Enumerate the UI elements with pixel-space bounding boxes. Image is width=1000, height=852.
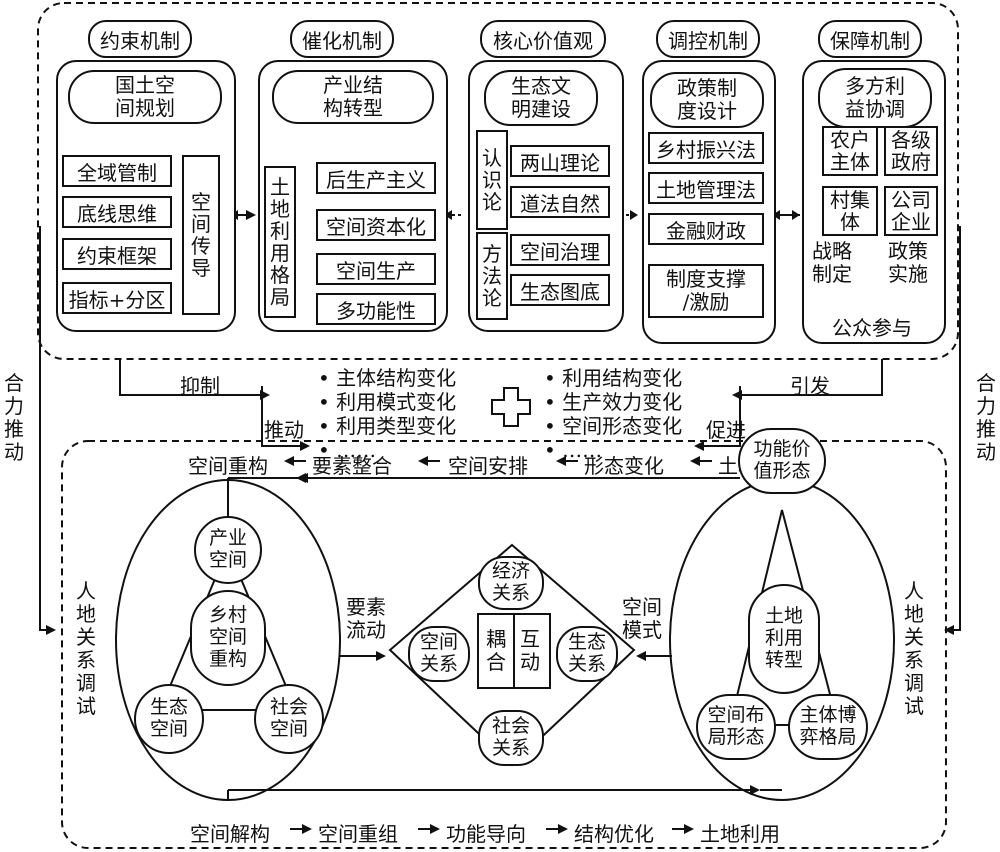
bottom-chain-3: 功能导向 (446, 822, 526, 846)
guarantee-farmer: 农户 主体 (822, 126, 878, 176)
bottom-chain-2: 空间重组 (318, 822, 398, 846)
economic-relation-circle: 经济 关系 (478, 556, 544, 610)
regulation-result: 制度支撑 /激励 (648, 264, 764, 318)
regulation-item-3: 金融财政 (648, 213, 764, 245)
right-change-item: • 生产效力变化 (544, 390, 683, 414)
left-human-land-label: 人 地 关 系 调 试 (76, 579, 96, 718)
constraint-side-box: 空 间 传 导 (182, 155, 220, 315)
catalysis-item-3: 空间生产 (316, 253, 436, 285)
catalysis-side-box: 土 地 利 用 格 局 (264, 166, 296, 318)
bottom-chain-1: 空间解构 (190, 822, 270, 846)
space-mode-label: 空间 模式 (622, 595, 662, 642)
guarantee-title: 保障机制 (818, 20, 922, 58)
top-dashed-frame (37, 2, 959, 360)
land-use-transition-circle: 土地 利用 转型 (748, 584, 820, 694)
society-space-circle: 社会 空间 (254, 684, 324, 754)
guarantee-head: 多方利 益协调 (818, 68, 932, 128)
bottom-dashed-frame (61, 440, 947, 849)
constraint-head: 国土空 间规划 (68, 70, 222, 124)
guarantee-enterprise: 公司 企业 (884, 186, 938, 236)
left-joint-force-label: 合 力 推 动 (4, 371, 24, 464)
constraint-item-3: 约束框架 (62, 238, 172, 270)
top-chain-4: 形态变化 (584, 454, 664, 478)
constraint-item-4: 指标+分区 (62, 282, 172, 314)
interaction-label: 互 动 (520, 627, 540, 674)
core-item-space-governance: 空间治理 (510, 234, 610, 266)
catalysis-item-2: 空间资本化 (316, 209, 436, 241)
constraint-title: 约束机制 (88, 20, 192, 58)
function-value-form-circle: 功能价 值形态 (738, 428, 826, 494)
left-change-list: • 主体结构变化 • 利用模式变化 • 利用类型变化 • …… (318, 366, 456, 462)
constraint-item-1: 全域管制 (62, 155, 172, 187)
label-push: 推动 (264, 418, 304, 442)
left-change-item: • …… (318, 438, 377, 462)
catalysis-item-4: 多功能性 (316, 293, 436, 325)
right-change-list: • 利用结构变化 • 生产效力变化 • 空间形态变化 • …… (544, 366, 682, 462)
coupling-label: 耦 合 (486, 627, 506, 674)
bottom-chain-5: 土地利用 (700, 822, 780, 846)
left-change-item: • 利用模式变化 (318, 390, 457, 414)
regulation-title: 调控机制 (656, 20, 760, 58)
ecology-space-circle: 生态 空间 (134, 684, 204, 754)
core-value-title: 核心价值观 (480, 20, 606, 58)
plus-icon (491, 387, 531, 427)
policy-implementation: 政策 实施 (888, 239, 928, 286)
strategy-formulation: 战略 制定 (812, 239, 852, 286)
label-suppress: 抑制 (180, 374, 220, 398)
guarantee-government: 各级 政府 (884, 126, 938, 176)
core-item-dao-nature: 道法自然 (510, 186, 610, 218)
top-chain-2: 要素整合 (312, 454, 392, 478)
right-human-land-label: 人 地 关 系 调 试 (904, 579, 924, 718)
left-change-item: • 利用类型变化 (318, 414, 457, 438)
epistemology-label: 认 识 论 (476, 130, 508, 230)
bottom-chain-4: 结构优化 (574, 822, 654, 846)
regulation-item-2: 土地管理法 (648, 172, 764, 204)
left-change-item: • 主体结构变化 (318, 366, 457, 390)
right-change-item: • 利用结构变化 (544, 366, 683, 390)
catalysis-item-1: 后生产主义 (316, 162, 436, 194)
top-chain-3: 空间安排 (448, 454, 528, 478)
ecology-relation-circle: 生态 关系 (556, 626, 618, 682)
right-change-item: • 空间形态变化 (544, 414, 683, 438)
space-relation-circle: 空间 关系 (408, 626, 470, 682)
regulation-item-1: 乡村振兴法 (648, 132, 764, 164)
core-head: 生态文 明建设 (484, 70, 598, 126)
methodology-label: 方 法 论 (476, 232, 508, 320)
rural-space-restructure-circle: 乡村 空间 重构 (190, 590, 266, 686)
public-participation: 公众参与 (832, 316, 912, 340)
label-promote: 促进 (706, 418, 746, 442)
label-trigger: 引发 (790, 374, 830, 398)
subject-game-pattern-circle: 主体博 弈格局 (788, 694, 868, 760)
core-item-eco-base: 生态图底 (510, 274, 610, 306)
catalysis-title: 催化机制 (290, 20, 394, 58)
catalysis-head: 产业结 构转型 (272, 70, 434, 124)
right-change-item: • …… (544, 438, 603, 462)
core-item-two-mountains: 两山理论 (510, 145, 610, 177)
factor-flow-label: 要素 流动 (346, 595, 386, 642)
social-relation-circle: 社会 关系 (478, 710, 544, 766)
right-joint-force-label: 合 力 推 动 (976, 371, 996, 464)
spatial-layout-form-circle: 空间布 局形态 (696, 694, 776, 760)
constraint-item-2: 底线思维 (62, 196, 172, 228)
industry-space-circle: 产业 空间 (194, 516, 262, 584)
regulation-head: 政策制 度设计 (650, 72, 764, 128)
guarantee-collective: 村集 体 (822, 186, 878, 236)
top-chain-1: 空间重构 (188, 454, 268, 478)
